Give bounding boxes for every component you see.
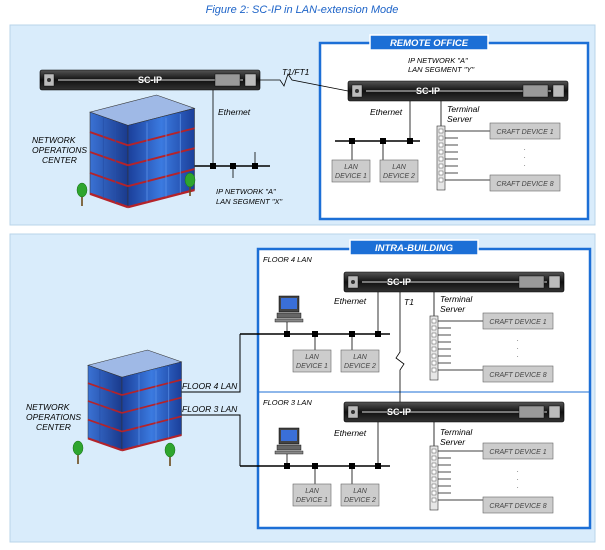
noc-building: [88, 93, 196, 209]
floor4-craft-device-8: CRAFT DEVICE 8: [482, 365, 554, 383]
svg-text:LAN: LAN: [353, 488, 368, 495]
ellipsis-dot: .: [517, 475, 519, 482]
terminal-server-label-line1: Terminal: [447, 104, 480, 114]
sc-ip-label: SC-IP: [138, 75, 162, 85]
floor4-lan-label: FLOOR 4 LAN: [263, 255, 312, 264]
ellipsis-dot: .: [517, 352, 519, 359]
building-floor3-label: FLOOR 3 LAN: [182, 404, 238, 414]
craft-device-8: CRAFT DEVICE 8: [489, 174, 561, 192]
svg-text:CRAFT DEVICE 8: CRAFT DEVICE 8: [489, 503, 546, 510]
ellipsis-dot: .: [517, 336, 519, 343]
t1-ft1-label: T1/FT1: [282, 67, 310, 77]
svg-text:DEVICE 1: DEVICE 1: [296, 363, 328, 370]
ip-network-y-line1: IP NETWORK "A": [408, 56, 468, 65]
floor4-terminal-server-line1: Terminal: [440, 294, 473, 304]
svg-text:LAN: LAN: [344, 164, 359, 171]
remote-ethernet-label: Ethernet: [370, 107, 403, 117]
svg-text:CRAFT DEVICE 1: CRAFT DEVICE 1: [489, 449, 546, 456]
ip-network-y-line2: LAN SEGMENT "Y": [408, 65, 475, 74]
t1-label: T1: [404, 297, 414, 307]
floor3-terminal-server-rack: [429, 445, 439, 511]
sc-ip-label: SC-IP: [416, 86, 440, 96]
building-floor4-label: FLOOR 4 LAN: [182, 381, 238, 391]
svg-text:LAN: LAN: [305, 488, 320, 495]
noc-label-line2: OPERATIONS: [26, 412, 81, 422]
floor3-lan-device-1: LAN DEVICE 1: [292, 483, 332, 507]
segment-x-line1: IP NETWORK "A": [216, 187, 276, 196]
noc-label-line1: NETWORK: [26, 402, 70, 412]
ellipsis-dot: .: [517, 344, 519, 351]
svg-text:DEVICE 1: DEVICE 1: [335, 173, 367, 180]
lan-tap: [210, 163, 216, 169]
t1-link-line: [260, 73, 349, 92]
floor3-craft-device-1: CRAFT DEVICE 1: [482, 442, 554, 460]
floor4-terminal-server-rack: [429, 315, 439, 381]
floor3-craft-device-8: CRAFT DEVICE 8: [482, 496, 554, 514]
noc-building: [86, 348, 183, 452]
svg-text:DEVICE 2: DEVICE 2: [383, 173, 415, 180]
lan-device-1: LAN DEVICE 1: [331, 159, 371, 183]
svg-text:DEVICE 1: DEVICE 1: [296, 497, 328, 504]
svg-text:SC-IP: SC-IP: [387, 407, 411, 417]
svg-text:LAN: LAN: [305, 354, 320, 361]
segment-x-line2: LAN SEGMENT "X": [216, 197, 283, 206]
floor4-craft-device-1: CRAFT DEVICE 1: [482, 312, 554, 330]
floor3-link: [165, 414, 241, 466]
floor3-ethernet-label: Ethernet: [334, 428, 367, 438]
sc-ip-unit-floor4: SC-IP: [343, 271, 565, 293]
terminal-server-label-line2: Server: [447, 114, 473, 124]
sc-ip-unit-remote: SC-IP: [347, 80, 569, 102]
ellipsis-dot: .: [517, 483, 519, 490]
floor4-link: [165, 334, 241, 393]
ellipsis-dot: .: [524, 145, 526, 152]
floor4-lan-device-2: LAN DEVICE 2: [340, 349, 380, 373]
t1-riser-line: [395, 292, 405, 402]
noc-label-line2: OPERATIONS: [32, 145, 87, 155]
terminal-server-rack: [436, 125, 446, 191]
floor3-lan-label: FLOOR 3 LAN: [263, 398, 312, 407]
intra-building-header: [349, 239, 479, 256]
svg-text:CRAFT DEVICE 8: CRAFT DEVICE 8: [496, 181, 553, 188]
sc-ip-unit-floor3: SC-IP: [343, 401, 565, 423]
remote-office-title: REMOTE OFFICE: [390, 38, 469, 49]
floor4-ethernet-label: Ethernet: [334, 296, 367, 306]
craft-device-1: CRAFT DEVICE 1: [489, 122, 561, 140]
noc-label-line3: CENTER: [42, 155, 77, 165]
lan-device-2: LAN DEVICE 2: [379, 159, 419, 183]
svg-text:SC-IP: SC-IP: [387, 277, 411, 287]
svg-text:CRAFT DEVICE 1: CRAFT DEVICE 1: [489, 319, 546, 326]
intra-building-box: [256, 247, 592, 530]
ellipsis-dot: .: [517, 467, 519, 474]
intra-building-title: INTRA-BUILDING: [375, 243, 454, 254]
computer-icon: [274, 295, 304, 323]
svg-text:DEVICE 2: DEVICE 2: [344, 363, 376, 370]
floor3-lan-device-2: LAN DEVICE 2: [340, 483, 380, 507]
noc-label-line3: CENTER: [36, 422, 71, 432]
figure-caption: Figure 2: SC-IP in LAN-extension Mode: [206, 4, 399, 16]
sc-ip-unit-noc: SC-IP ​: [39, 69, 261, 91]
ellipsis-dot: .: [524, 161, 526, 168]
ellipsis-dot: .: [524, 153, 526, 160]
floor3-terminal-server-line1: Terminal: [440, 427, 473, 437]
floor4-terminal-server-line2: Server: [440, 304, 466, 314]
noc-ethernet-label: Ethernet: [218, 107, 251, 117]
floor4-lan-device-1: LAN DEVICE 1: [292, 349, 332, 373]
computer-icon: [274, 427, 304, 455]
svg-text:CRAFT DEVICE 1: CRAFT DEVICE 1: [496, 129, 553, 136]
svg-text:LAN: LAN: [353, 354, 368, 361]
noc-label-line1: NETWORK: [32, 135, 76, 145]
floor3-terminal-server-line2: Server: [440, 437, 466, 447]
svg-text:CRAFT DEVICE 8: CRAFT DEVICE 8: [489, 372, 546, 379]
svg-text:LAN: LAN: [392, 164, 407, 171]
remote-office-header: [369, 34, 489, 51]
svg-text:DEVICE 2: DEVICE 2: [344, 497, 376, 504]
